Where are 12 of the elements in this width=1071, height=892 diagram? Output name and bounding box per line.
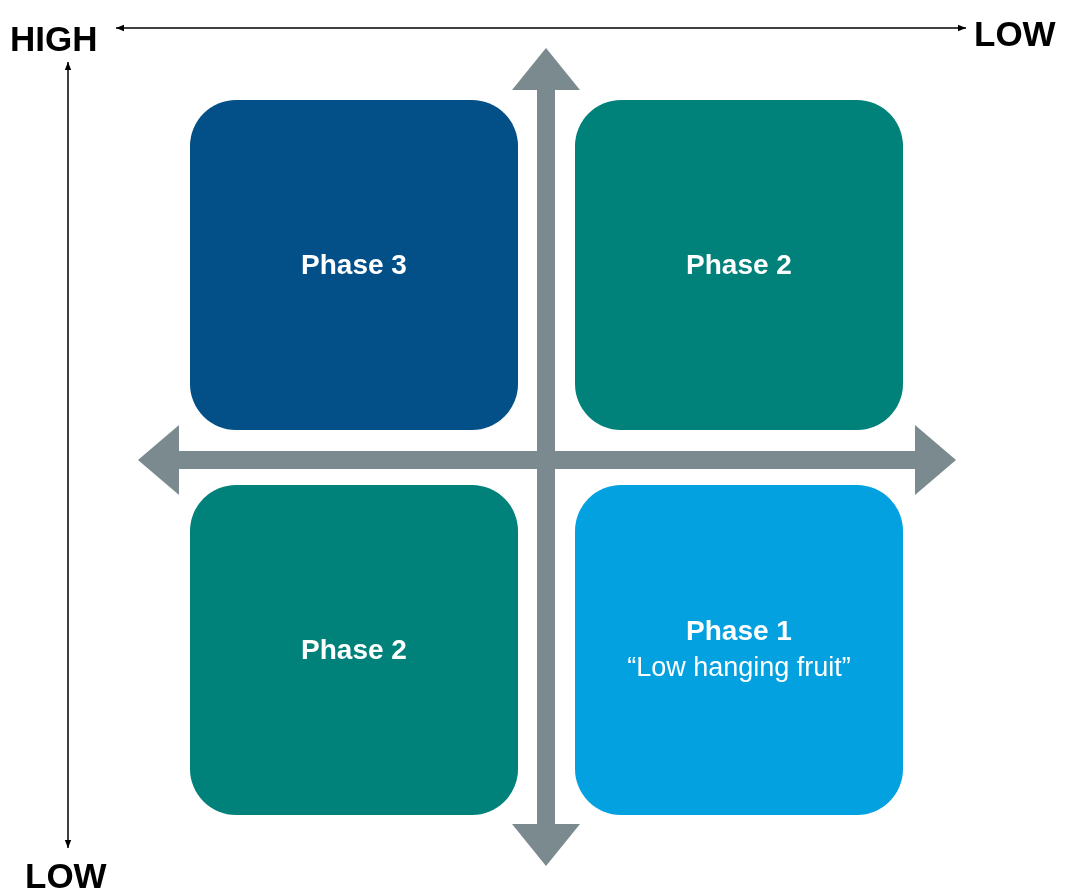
quadrant-title: Phase 2 xyxy=(301,632,407,667)
quadrant-box xyxy=(575,485,903,815)
quadrant-box xyxy=(190,485,518,815)
quadrant-title: Phase 2 xyxy=(686,247,792,282)
axis-label: LOW xyxy=(974,16,1056,51)
quadrant-title: Phase 3 xyxy=(301,247,407,282)
axis-label: LOW xyxy=(25,858,107,892)
axis-label: HIGH xyxy=(10,21,98,56)
quadrant-box xyxy=(190,100,518,430)
quadrant-subtitle: “Low hanging fruit” xyxy=(627,651,851,685)
quadrant-box xyxy=(575,100,903,430)
quadrant-title: Phase 1 xyxy=(686,613,792,648)
